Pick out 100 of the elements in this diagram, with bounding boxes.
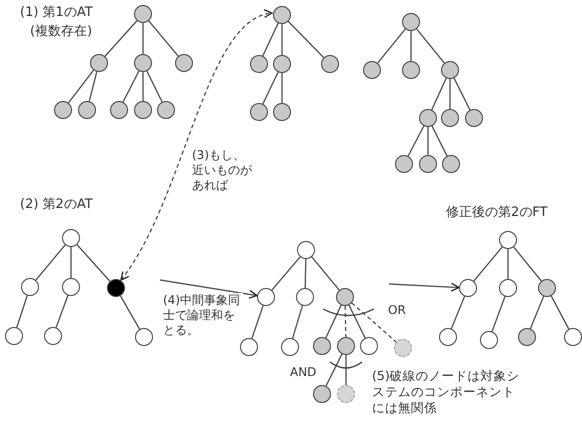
tree-node (273, 6, 291, 24)
tree-node (110, 101, 128, 119)
tree-branch (453, 78, 471, 110)
tree-branch (473, 246, 503, 282)
tree-branch (16, 295, 28, 328)
heading: (1) 第1のAT (20, 5, 93, 21)
tree-branch (550, 296, 570, 330)
tree-branch (271, 256, 301, 291)
tree-node (499, 279, 517, 297)
tree-node (441, 61, 459, 79)
tree-branch (513, 246, 542, 282)
tree-node (313, 385, 331, 403)
tree-node (442, 155, 460, 173)
tree-branch (304, 258, 306, 288)
tree-branch (281, 73, 283, 103)
tree-node (134, 101, 152, 119)
tree-node (439, 328, 457, 346)
tree-node (564, 328, 582, 346)
tree-branch (146, 70, 163, 102)
edge-label: (4)中間事象同士で論理和をとる。 (163, 293, 243, 338)
tree-branch (344, 306, 346, 338)
tree-node (465, 109, 483, 127)
tree-node (157, 101, 175, 119)
tree-branch (292, 305, 303, 339)
tree-branch (325, 304, 342, 338)
gate-label: AND (290, 364, 316, 380)
tree-node (62, 278, 80, 296)
tree-node (336, 288, 354, 306)
tree-node (538, 279, 556, 297)
tree-branch (492, 296, 506, 332)
tree-node (395, 155, 413, 173)
tree-branch (311, 256, 340, 290)
tree-branch (345, 355, 347, 385)
tree-branch (348, 304, 366, 338)
tree-branch (148, 20, 179, 56)
tree-node (62, 229, 80, 247)
tree-branch (251, 305, 264, 339)
tree-node (518, 328, 536, 346)
tree-node (296, 288, 314, 306)
tree-branch (325, 354, 343, 386)
tree-node (363, 61, 381, 79)
tree-branch (530, 296, 544, 329)
tree-branch (262, 72, 279, 104)
tree-branch (431, 126, 448, 156)
arrow (388, 282, 460, 292)
tree-node (419, 109, 437, 127)
tree-branch (427, 127, 429, 155)
tree-node (297, 241, 315, 259)
tree-node (250, 55, 268, 73)
edge-label: (3)もし、近いものがあれば (192, 148, 252, 193)
tree-branch (142, 72, 144, 101)
tree-node (78, 101, 96, 119)
tree-branch (431, 78, 447, 110)
tree-node (360, 337, 378, 355)
tree-node (313, 337, 331, 355)
tree-node (499, 231, 517, 249)
tree-node (5, 327, 23, 345)
tree-node (480, 331, 498, 349)
tree-node (281, 338, 299, 356)
tree-node (90, 54, 108, 72)
tree-node (21, 278, 39, 296)
tree-branch (262, 22, 279, 56)
gate-label: OR (388, 302, 406, 318)
tree-branch (288, 21, 324, 58)
tree-branch (408, 126, 424, 156)
tree-branch (76, 244, 110, 282)
arrow (120, 10, 273, 281)
tree-branch (120, 296, 140, 330)
tree-node (321, 55, 339, 73)
note: (5)破線のノードは対象システムのコンポーネントには無関係 (372, 368, 521, 416)
tree-node (54, 101, 72, 119)
tree-node (337, 337, 355, 355)
tree-node (257, 288, 275, 306)
tree-node (240, 338, 258, 356)
tree-node (273, 103, 291, 121)
tree-branch (35, 244, 66, 280)
tree-node (402, 13, 420, 31)
tree-branch (122, 70, 140, 102)
tree-node (394, 339, 412, 357)
tree-node (459, 279, 477, 297)
tree-branch (104, 20, 138, 57)
tree-branch (88, 72, 98, 102)
heading: 修正後の第2のFT (446, 205, 548, 221)
tree-node (107, 279, 125, 297)
tree-branch (56, 295, 68, 328)
tree-node (273, 55, 291, 73)
tree-branch (142, 23, 144, 54)
arrow (160, 279, 258, 299)
tree-node (337, 385, 355, 403)
tree-node (134, 5, 152, 23)
tree-node (441, 109, 459, 127)
tree-branch (410, 31, 412, 61)
tree-node (250, 103, 268, 121)
tree-node (419, 155, 437, 173)
tree-node (134, 54, 152, 72)
tree-branch (68, 70, 94, 104)
tree-branch (449, 79, 451, 109)
tree-branch (416, 28, 445, 64)
tree-node (175, 54, 193, 72)
heading: (2) 第2のAT (20, 197, 93, 213)
